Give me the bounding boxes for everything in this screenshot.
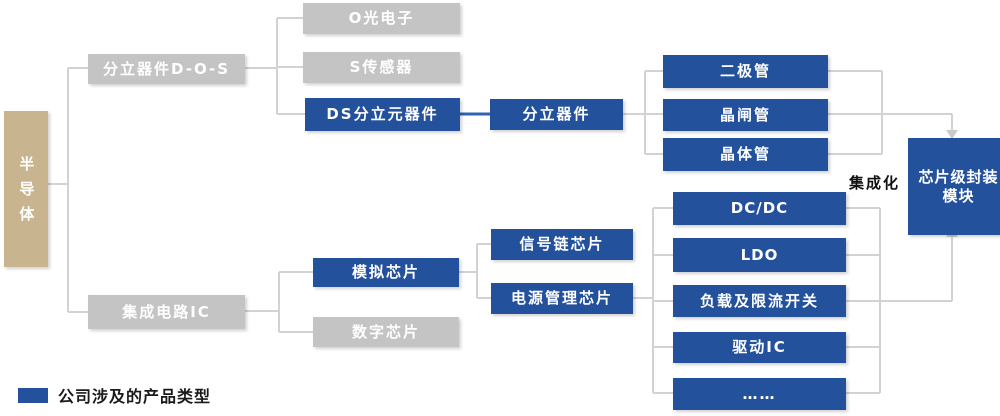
node-signal-chain-chip: 信号链芯片 — [491, 229, 633, 260]
node-load-switch: 负载及限流开关 — [673, 285, 846, 317]
node-transistor: 晶体管 — [663, 138, 828, 171]
node-more-products: …… — [673, 378, 846, 410]
node-dcdc: DC/DC — [673, 192, 846, 225]
node-digital-chip: 数字芯片 — [313, 317, 459, 347]
legend-label: 公司涉及的产品类型 — [58, 387, 212, 406]
legend: 公司涉及的产品类型 — [18, 383, 211, 407]
legend-blue-swatch — [18, 387, 48, 403]
node-diode: 二极管 — [663, 55, 828, 88]
node-discrete-devices: 分立器件 — [490, 99, 623, 130]
node-sensor: S传感器 — [303, 52, 460, 83]
node-power-mgmt-chip: 电源管理芯片 — [491, 283, 633, 314]
node-ldo: LDO — [673, 238, 846, 272]
integration-label: 集成化 — [849, 174, 901, 192]
node-chip-package-module: 芯片级封装模块 — [908, 138, 1000, 235]
node-ds-discrete: DS分立元器件 — [305, 98, 460, 131]
node-optoelectronics: O光电子 — [303, 3, 460, 34]
node-discrete-dos: 分立器件D-O-S — [88, 54, 245, 84]
node-thyristor: 晶闸管 — [663, 99, 828, 131]
node-semiconductor: 半导体 — [4, 111, 48, 267]
node-driver-ic: 驱动IC — [673, 332, 846, 363]
node-analog-chip: 模拟芯片 — [313, 258, 459, 287]
node-integrated-circuit: 集成电路IC — [88, 295, 245, 329]
arrow-down-icon — [946, 130, 958, 139]
